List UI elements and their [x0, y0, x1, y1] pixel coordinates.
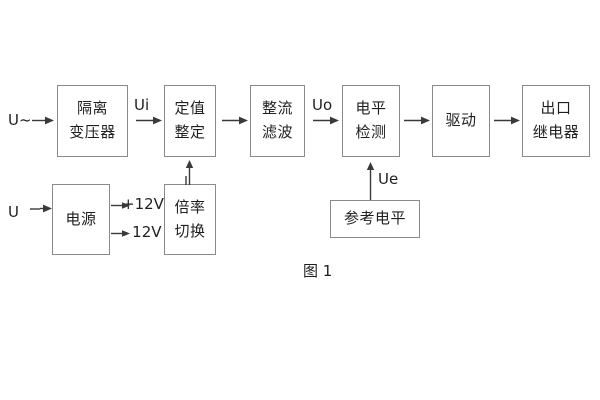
label-input-ac: U~: [8, 111, 32, 129]
dash-input-dc: [30, 207, 52, 211]
block-multiplier-switch-line-1: 倍率: [174, 197, 206, 216]
label-ui: Ui: [134, 96, 150, 114]
arrow-multiplier-switch-to-setting-value: [185, 160, 194, 185]
block-rectify-filter-line-2: 滤波: [261, 123, 293, 141]
block-reference-level: 参考电平: [330, 200, 420, 238]
block-level-detection-line-2: 检测: [355, 123, 387, 141]
arrow-power-supply-plus-12v: [111, 201, 131, 210]
block-setting-value-line-2: 整定: [174, 123, 206, 141]
block-power-supply-line-1: 电源: [65, 209, 97, 228]
label-input-dc: U: [8, 203, 19, 221]
block-isolation-transformer: 隔离 变压器: [57, 85, 128, 157]
diagram-caption: 图 1: [303, 262, 333, 280]
block-rectify-filter: 整流 滤波: [250, 85, 305, 157]
arrow-isolation-transformer-to-setting-value: [136, 116, 162, 125]
label-uo: Uo: [312, 96, 333, 114]
block-rectify-filter-line-1: 整流: [261, 99, 293, 118]
block-drive: 驱动: [432, 85, 490, 157]
arrow-power-supply-minus-12v: [111, 229, 131, 238]
arrow-input-dc-to-power-supply: [28, 204, 52, 213]
block-power-supply: 电源: [52, 184, 110, 255]
block-output-relay: 出口 继电器: [522, 85, 590, 157]
arrow-drive-to-output-relay: [494, 116, 520, 125]
connector-stub-multiplier-switch: [185, 176, 187, 185]
arrow-rectify-filter-to-level-detection: [313, 116, 339, 125]
block-level-detection-line-1: 电平: [355, 99, 387, 118]
block-level-detection: 电平 检测: [342, 85, 400, 157]
block-reference-level-line-1: 参考电平: [343, 209, 406, 228]
arrow-level-detection-to-drive: [404, 116, 430, 125]
arrow-input-ac-to-isolation-transformer: [32, 116, 54, 125]
block-setting-value: 定值 整定: [164, 85, 216, 157]
arrow-reference-level-to-level-detection: [366, 162, 375, 200]
label-ue: Ue: [378, 170, 399, 188]
block-setting-value-line-1: 定值: [174, 99, 206, 118]
block-multiplier-switch: 倍率 切换: [164, 184, 216, 255]
block-multiplier-switch-line-2: 切换: [174, 221, 206, 240]
label-plus-12v: +12V: [122, 195, 164, 213]
block-output-relay-line-2: 继电器: [532, 123, 580, 141]
block-isolation-transformer-line-1: 隔离: [76, 99, 108, 118]
block-output-relay-line-1: 出口: [540, 99, 572, 118]
arrow-setting-value-to-rectify-filter: [222, 116, 248, 125]
block-drive-line-1: 驱动: [445, 111, 477, 130]
block-isolation-transformer-line-2: 变压器: [69, 123, 116, 141]
label-minus-12v: - 12V: [122, 223, 162, 241]
